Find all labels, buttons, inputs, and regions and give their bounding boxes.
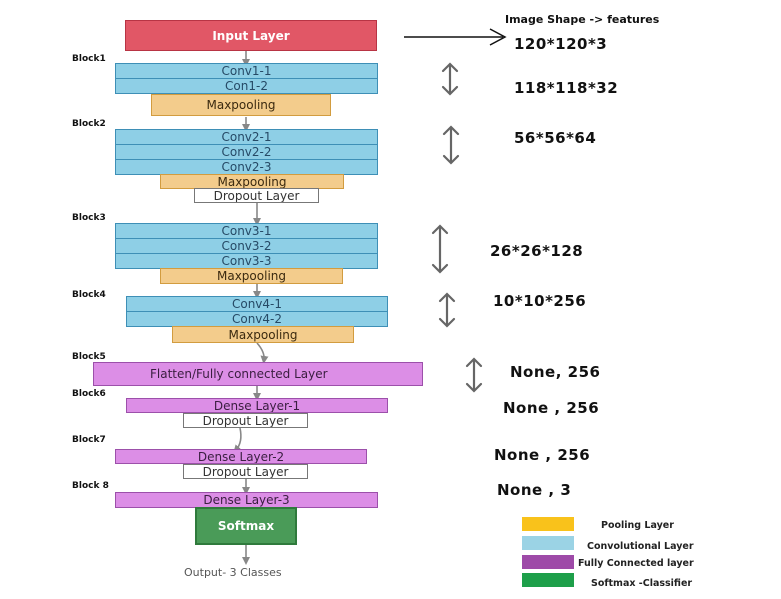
conv3-3-box: Conv3-3 — [115, 253, 378, 269]
legend-label-softmax: Softmax -Classifier — [591, 578, 693, 589]
block-label: Block2 — [72, 119, 106, 129]
block-label: Block3 — [72, 213, 106, 223]
legend-swatch-pooling — [522, 517, 574, 531]
double-arrow-icon — [442, 125, 460, 165]
shape-block3: 26*26*128 — [490, 242, 584, 260]
dropout-7-box: Dropout Layer — [183, 464, 308, 479]
shape-features-header: Image Shape -> features — [505, 13, 660, 26]
conv4-1-box: Conv4-1 — [126, 296, 388, 312]
maxpooling-2-box: Maxpooling — [160, 174, 344, 189]
conv1-1-box: Conv1-1 — [115, 63, 378, 79]
conv2-2-box: Conv2-2 — [115, 144, 378, 160]
block-label: Block6 — [72, 389, 106, 399]
block-label: Block7 — [72, 435, 106, 445]
block-label: Block1 — [72, 54, 106, 64]
dropout-6-box: Dropout Layer — [183, 413, 308, 428]
conv3-1-box: Conv3-1 — [115, 223, 378, 239]
maxpooling-3-box: Maxpooling — [160, 268, 343, 284]
shape-block6: None , 256 — [503, 399, 600, 417]
flow-arrow — [233, 427, 242, 454]
conv2-3-box: Conv2-3 — [115, 159, 378, 175]
softmax-box: Softmax — [195, 507, 297, 545]
shape-block2: 56*56*64 — [514, 129, 597, 147]
conv1-2-box: Con1-2 — [115, 78, 378, 94]
legend-label-pooling: Pooling Layer — [601, 520, 674, 531]
flatten-fc-box: Flatten/Fully connected Layer — [93, 362, 423, 386]
maxpooling-1-box: Maxpooling — [151, 94, 331, 116]
input-shape-arrow — [404, 28, 507, 46]
legend-swatch-softmax — [522, 573, 574, 587]
block-label: Block4 — [72, 290, 106, 300]
dense-layer-3-box: Dense Layer-3 — [115, 492, 378, 508]
shape-input: 120*120*3 — [514, 35, 608, 53]
maxpooling-4-box: Maxpooling — [172, 326, 354, 343]
double-arrow-icon — [438, 292, 456, 328]
conv3-2-box: Conv3-2 — [115, 238, 378, 254]
shape-block7: None , 256 — [494, 446, 591, 464]
conv4-2-box: Conv4-2 — [126, 311, 388, 327]
block-label: Block 8 — [72, 481, 109, 491]
shape-block4: 10*10*256 — [493, 292, 587, 310]
double-arrow-icon — [441, 62, 459, 96]
shape-block8: None , 3 — [497, 481, 572, 499]
dense-layer-1-box: Dense Layer-1 — [126, 398, 388, 413]
shape-block1: 118*118*32 — [514, 79, 619, 97]
input-layer-box: Input Layer — [125, 20, 377, 51]
legend-swatch-fc — [522, 555, 574, 569]
dense-layer-2-box: Dense Layer-2 — [115, 449, 367, 464]
double-arrow-icon — [465, 357, 483, 393]
double-arrow-icon — [431, 224, 449, 274]
shape-block5: None, 256 — [510, 363, 601, 381]
legend-label-fc: Fully Connected layer — [578, 558, 694, 569]
conv2-1-box: Conv2-1 — [115, 129, 378, 145]
output-label: Output- 3 Classes — [184, 566, 282, 579]
legend-label-conv: Convolutional Layer — [587, 541, 694, 552]
dropout-2-box: Dropout Layer — [194, 188, 319, 203]
legend-swatch-conv — [522, 536, 574, 550]
block-label: Block5 — [72, 352, 106, 362]
flow-arrow — [256, 342, 269, 364]
